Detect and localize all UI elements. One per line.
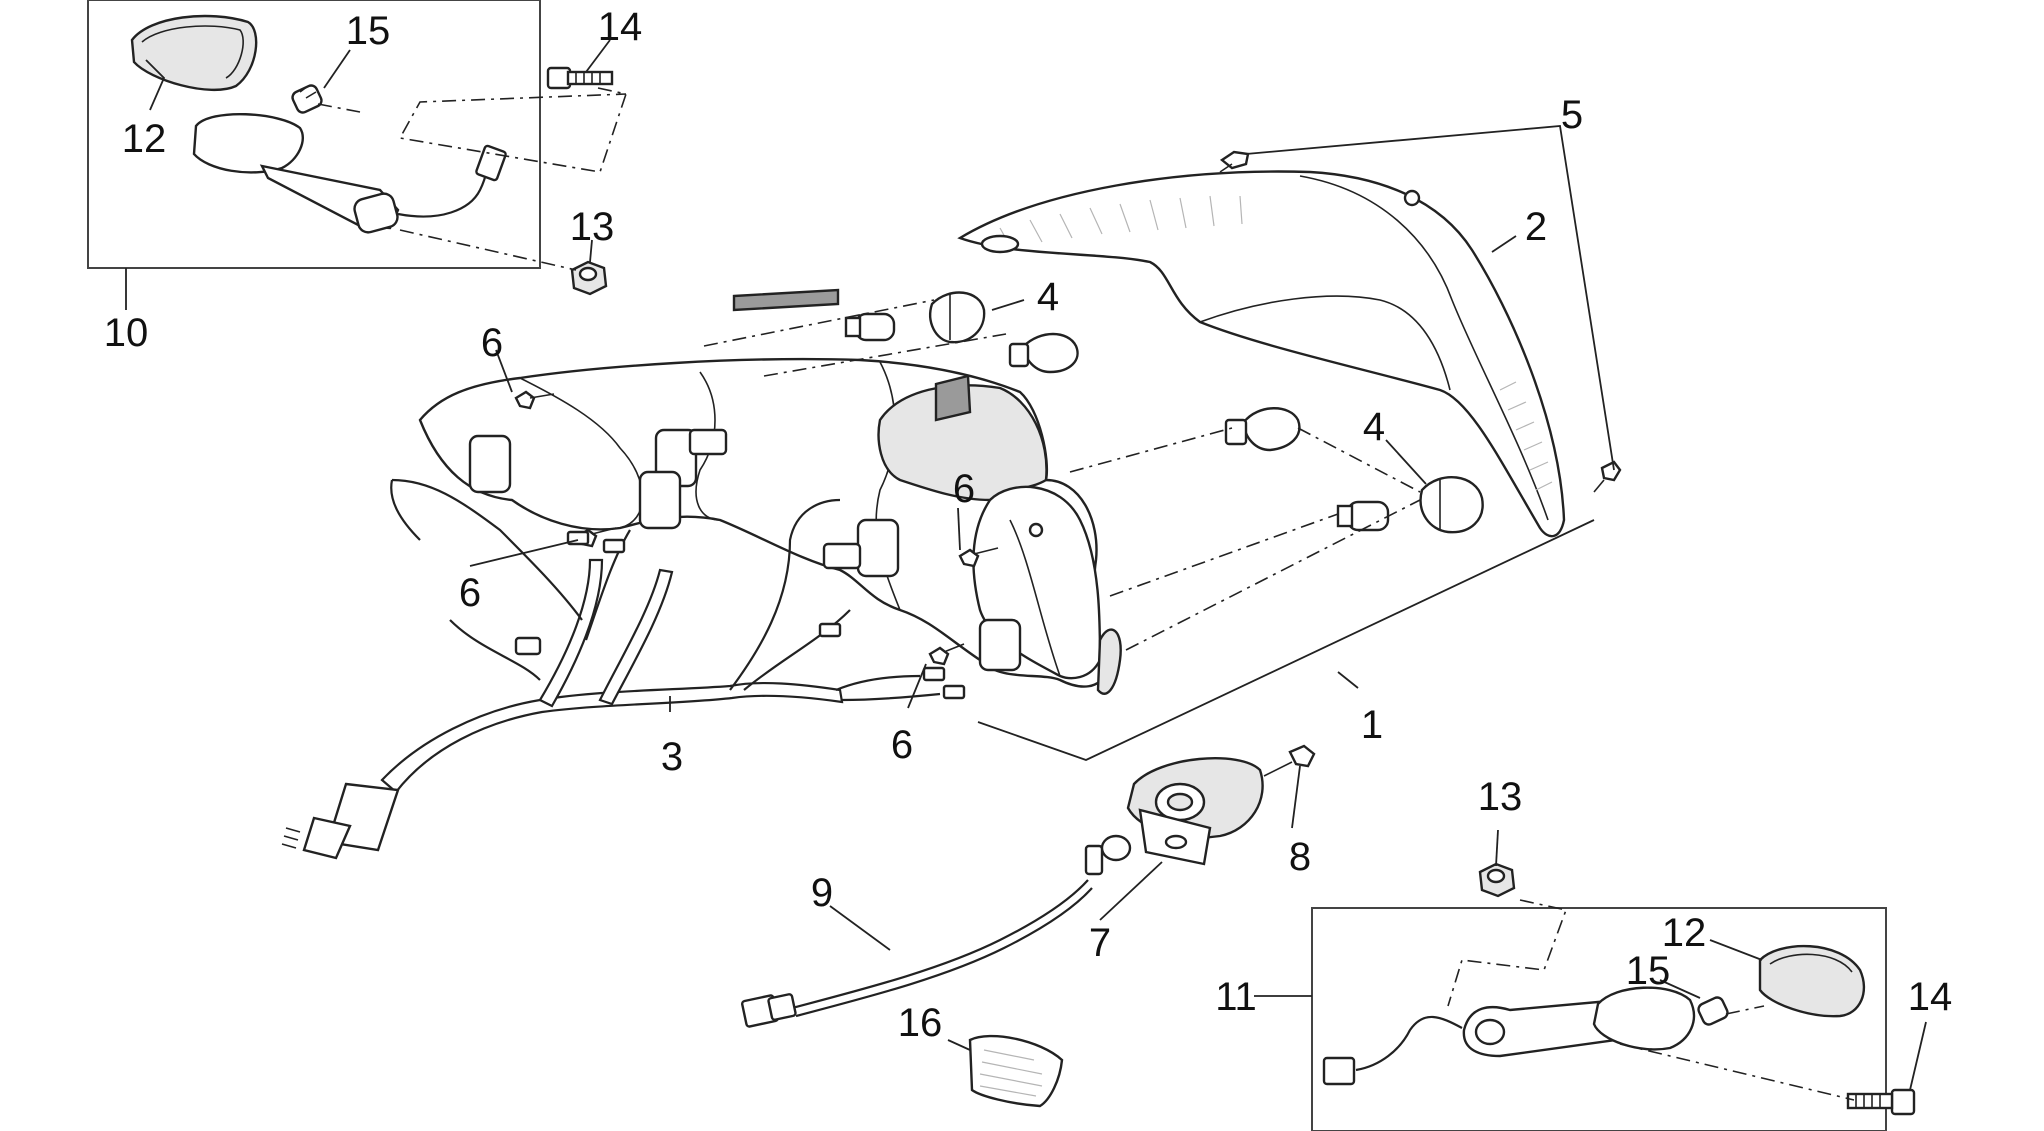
bulb-socket-4-bottom <box>1419 476 1484 534</box>
kit-frame-11 <box>1311 907 1887 1131</box>
nut-13-bottom <box>1478 862 1516 898</box>
nut-13-top <box>570 260 608 296</box>
screw-5-right <box>1593 460 1622 493</box>
callout-12-bottom: 12 <box>1662 911 1707 955</box>
callout-12-top: 12 <box>122 117 167 161</box>
socket-c <box>638 470 682 530</box>
callout-15-top: 15 <box>346 9 391 53</box>
callout-5: 5 <box>1561 93 1583 137</box>
tail-light-lens-2 <box>957 170 1566 538</box>
bulb-4-mid <box>1224 407 1301 452</box>
reflector-strip-mid <box>934 374 972 422</box>
bulb-15-right <box>1697 996 1729 1026</box>
bolt-14-top <box>546 66 614 90</box>
bulb-4-top-a <box>844 312 896 342</box>
callout-10: 10 <box>104 311 149 355</box>
leader-5 <box>1245 125 1615 471</box>
turn-signal-kit-right <box>1311 862 1916 1131</box>
callout-2: 2 <box>1525 205 1547 249</box>
callout-7: 7 <box>1089 921 1111 965</box>
callout-9: 9 <box>811 871 833 915</box>
callout-3: 3 <box>661 735 683 779</box>
connector-left <box>475 144 507 182</box>
callout-14-bottom: 14 <box>1908 975 1953 1019</box>
callout-13-top: 13 <box>570 205 615 249</box>
screw-5-top <box>1219 150 1250 173</box>
bracket-1 <box>977 519 1595 761</box>
screw-6-d <box>928 643 965 666</box>
screw-6-c <box>958 547 999 568</box>
reflector-strip-top <box>732 288 840 312</box>
plate-light-7 <box>1126 757 1264 866</box>
socket-e <box>978 618 1022 672</box>
callout-16: 16 <box>898 1001 943 1045</box>
tail-light-housing-1 <box>418 288 1122 695</box>
lens-cover-12-left <box>130 14 258 91</box>
leader-lines <box>125 39 1927 1091</box>
bolt-14-bottom <box>1846 1088 1916 1116</box>
callout-4-bottom: 4 <box>1363 405 1385 449</box>
indicator-body-left <box>192 112 305 174</box>
callout-6-d: 6 <box>891 723 913 767</box>
reflector-16 <box>968 1034 1064 1108</box>
callout-8: 8 <box>1289 835 1311 879</box>
bulb-socket-4-top <box>929 291 986 344</box>
turn-signal-kit-left <box>87 0 628 296</box>
callout-15-bottom: 15 <box>1626 949 1671 993</box>
callout-1: 1 <box>1361 703 1383 747</box>
screw-8 <box>1263 744 1316 777</box>
callout-6-a: 6 <box>481 321 503 365</box>
bulb-4-bottom <box>1336 500 1390 532</box>
connector-right <box>1322 1056 1356 1086</box>
socket-d <box>856 518 900 578</box>
bulb-4-top-b <box>1008 332 1079 374</box>
callout-4-top: 4 <box>1037 275 1059 319</box>
indicator-body-right <box>1592 986 1696 1051</box>
lens-cover-12-right <box>1758 944 1866 1018</box>
callout-6-b: 6 <box>459 571 481 615</box>
callout-11: 11 <box>1215 975 1257 1019</box>
wiring-harness-3 <box>281 478 966 860</box>
plate-light-cable-9 <box>741 834 1132 1028</box>
bulb-15-left <box>291 84 323 114</box>
kit-frame-10 <box>87 0 541 269</box>
screw-6-a <box>514 390 555 410</box>
callout-14-top: 14 <box>598 5 643 49</box>
socket-a <box>468 434 512 494</box>
callout-13-bottom: 13 <box>1478 775 1523 819</box>
callout-6-c: 6 <box>953 467 975 511</box>
